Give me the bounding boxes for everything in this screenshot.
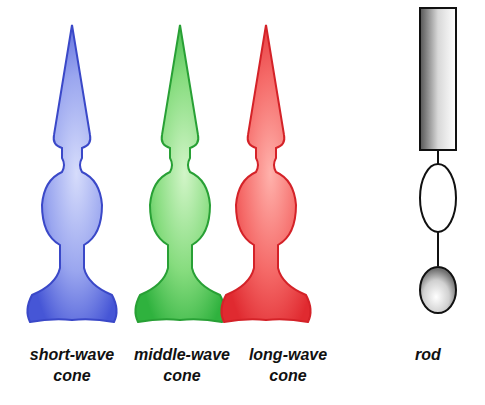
cell-type-label: short-wave cone: [18, 344, 126, 386]
cell-type-label: long-wave cone: [234, 344, 342, 386]
long-wave-cone-shape: [221, 25, 310, 322]
short-wave-cone-shape: [27, 25, 116, 322]
cell-type-label: rod: [374, 344, 482, 365]
cell-type-label: middle-wave cone: [128, 344, 236, 386]
middle-wave-cone-shape: [135, 25, 224, 322]
rod-shape: [420, 8, 456, 313]
